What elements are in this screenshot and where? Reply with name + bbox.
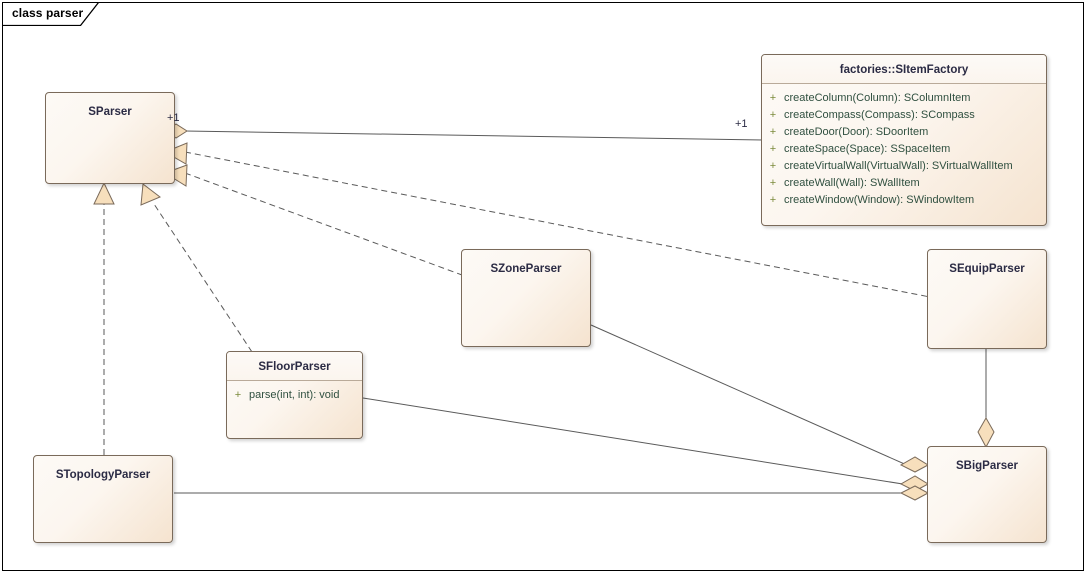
class-name-sequipparser: SEquipParser xyxy=(949,263,1025,275)
member-signature: createWall(Wall): SWallItem xyxy=(784,176,920,189)
member-visibility: + xyxy=(234,388,242,401)
class-members-sitemfactory: + createColumn(Column): SColumnItem + cr… xyxy=(762,84,1046,212)
member-signature: parse(int, int): void xyxy=(249,388,340,401)
member-visibility: + xyxy=(769,142,777,155)
edge-szoneparser-sbigparser xyxy=(590,324,930,473)
member-signature: createVirtualWall(VirtualWall): SVirtual… xyxy=(784,159,1013,172)
class-header-sfloorparser: SFloorParser xyxy=(227,352,362,381)
multiplicity-label-sitemfactory: +1 xyxy=(735,118,748,130)
class-members-sfloorparser: + parse(int, int): void xyxy=(227,381,362,407)
class-box-sfloorparser[interactable]: SFloorParser + parse(int, int): void xyxy=(226,351,363,439)
class-name-stopologyparser: STopologyParser xyxy=(55,469,151,481)
member-visibility: + xyxy=(769,176,777,189)
class-name-sparser: SParser xyxy=(88,106,132,118)
member-signature: createWindow(Window): SWindowItem xyxy=(784,193,975,206)
multiplicity-label-sparser: +1 xyxy=(167,112,180,124)
class-name-sitemfactory: factories::SItemFactory xyxy=(839,64,969,76)
edge-sfloorparser-sparser xyxy=(140,183,253,353)
member-visibility: + xyxy=(769,159,777,172)
member-signature: createCompass(Compass): SCompass xyxy=(784,108,975,121)
class-box-sitemfactory[interactable]: factories::SItemFactory + createColumn(C… xyxy=(761,54,1047,226)
class-header-sitemfactory: factories::SItemFactory xyxy=(762,55,1046,84)
member-row: + createCompass(Compass): SCompass xyxy=(762,106,1046,123)
edge-sparser-sitemfactory xyxy=(165,123,764,141)
class-box-sequipparser[interactable]: SEquipParser xyxy=(927,249,1047,349)
edge-sequipparser-sbigparser xyxy=(977,349,995,449)
member-row: + createWall(Wall): SWallItem xyxy=(762,174,1046,191)
class-box-sparser[interactable]: SParser xyxy=(45,92,175,184)
member-signature: createDoor(Door): SDoorItem xyxy=(784,125,929,138)
edge-sfloorparser-sbigparser xyxy=(362,397,930,492)
member-signature: createSpace(Space): SSpaceItem xyxy=(784,142,951,155)
member-row: + createColumn(Column): SColumnItem xyxy=(762,89,1046,106)
member-visibility: + xyxy=(769,108,777,121)
class-box-szoneparser[interactable]: SZoneParser xyxy=(461,249,591,347)
member-visibility: + xyxy=(769,91,777,104)
member-row: + parse(int, int): void xyxy=(227,386,362,403)
class-box-sbigparser[interactable]: SBigParser xyxy=(927,446,1047,543)
class-box-stopologyparser[interactable]: STopologyParser xyxy=(33,455,173,543)
edge-szoneparser-sparser xyxy=(163,164,463,276)
frame-tab-label: class parser xyxy=(12,6,84,20)
member-signature: createColumn(Column): SColumnItem xyxy=(784,91,971,104)
edge-stopologyparser-sparser xyxy=(93,181,115,455)
member-row: + createVirtualWall(VirtualWall): SVirtu… xyxy=(762,157,1046,174)
member-visibility: + xyxy=(769,193,777,206)
class-name-sbigparser: SBigParser xyxy=(955,460,1018,472)
class-name-szoneparser: SZoneParser xyxy=(490,263,562,275)
member-row: + createSpace(Space): SSpaceItem xyxy=(762,140,1046,157)
member-visibility: + xyxy=(769,125,777,138)
member-row: + createDoor(Door): SDoorItem xyxy=(762,123,1046,140)
diagram-frame-tab: class parser xyxy=(2,2,100,27)
class-name-sfloorparser: SFloorParser xyxy=(258,361,331,373)
member-row: + createWindow(Window): SWindowItem xyxy=(762,191,1046,208)
edge-stopologyparser-sbigparser xyxy=(174,485,930,501)
